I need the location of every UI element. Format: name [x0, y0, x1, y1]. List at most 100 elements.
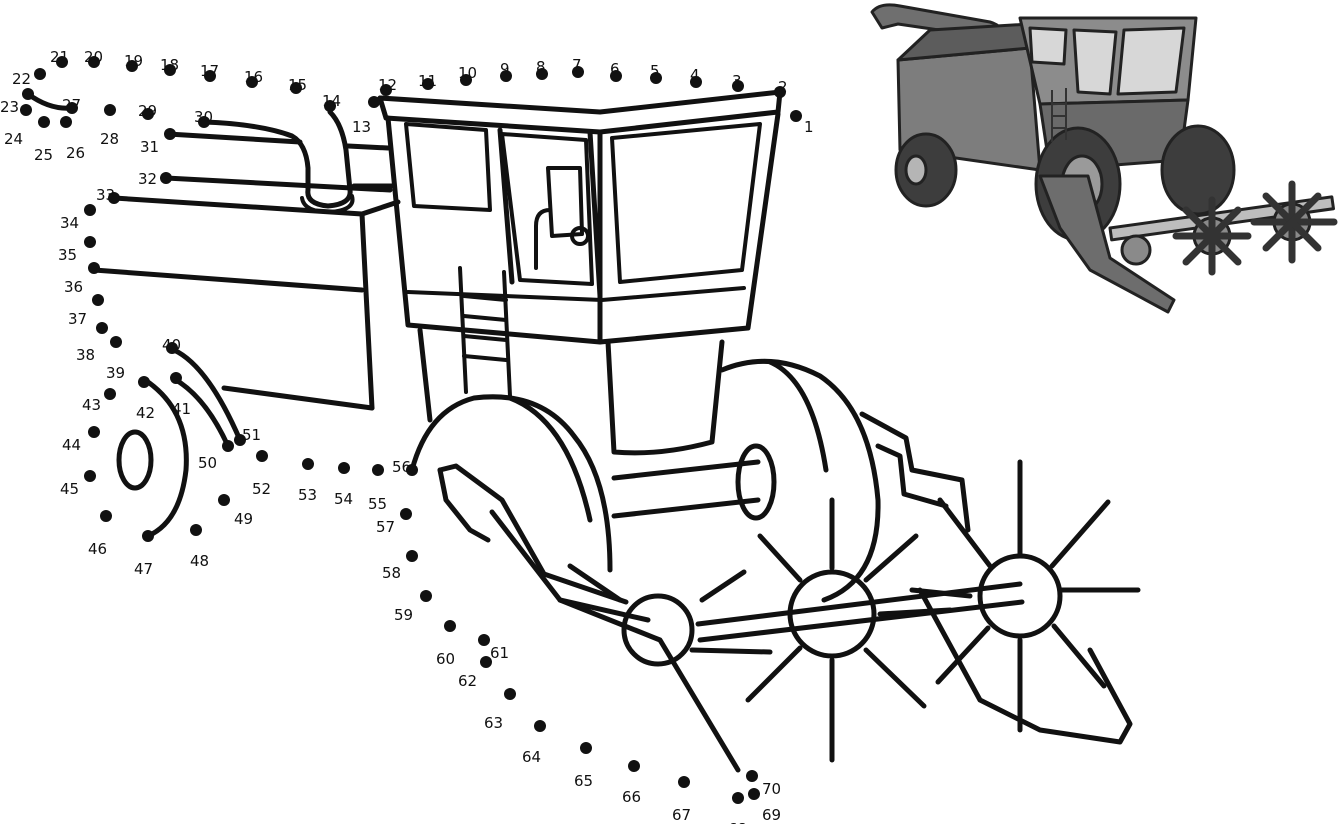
dot-40	[166, 342, 178, 354]
dot-label-34: 34	[60, 214, 79, 232]
dot-49	[218, 494, 230, 506]
dot-18	[164, 64, 176, 76]
dot-label-40: 40	[162, 336, 181, 354]
dot-label-24: 24	[4, 130, 23, 148]
dot-label-53: 53	[298, 486, 317, 504]
dot-44	[88, 426, 100, 438]
dot-69	[748, 788, 760, 800]
dot-label-56: 56	[392, 458, 411, 476]
dot-label-55: 55	[368, 495, 387, 513]
dot-27	[66, 102, 78, 114]
dot-label-2: 2	[778, 78, 788, 96]
dot-label-4: 4	[690, 66, 700, 84]
dot-8	[536, 68, 548, 80]
dot-4	[690, 76, 702, 88]
dot-59	[420, 590, 432, 602]
dot-29	[142, 108, 154, 120]
dot-label-14: 14	[322, 92, 341, 110]
dot-12	[380, 84, 392, 96]
dot-63	[504, 688, 516, 700]
dot-62	[480, 656, 492, 668]
dot-38	[96, 322, 108, 334]
numbered-dots: 1234567891011121314151617181920212223242…	[0, 48, 814, 824]
dot-48	[190, 524, 202, 536]
dot-label-15: 15	[288, 76, 307, 94]
dot-label-47: 47	[134, 560, 153, 578]
dot-52	[256, 450, 268, 462]
dot-13	[368, 96, 380, 108]
dot-35	[84, 236, 96, 248]
dot-label-3: 3	[732, 72, 742, 90]
dot-label-45: 45	[60, 480, 79, 498]
dot-11	[422, 78, 434, 90]
dot-label-67: 67	[672, 806, 691, 824]
dot-7	[572, 66, 584, 78]
dot-label-57: 57	[376, 518, 395, 536]
dot-label-60: 60	[436, 650, 455, 668]
dot-label-39: 39	[106, 364, 125, 382]
dot-label-62: 62	[458, 672, 477, 690]
dot-15	[290, 82, 302, 94]
dot-label-1: 1	[804, 118, 814, 136]
dot-label-21: 21	[50, 48, 69, 66]
dot-23	[22, 88, 34, 100]
dot-19	[126, 60, 138, 72]
dot-label-30: 30	[194, 108, 213, 126]
dot-42	[138, 376, 150, 388]
dot-3	[732, 80, 744, 92]
dot-51	[234, 434, 246, 446]
dot-label-63: 63	[484, 714, 503, 732]
dot-43	[104, 388, 116, 400]
dot-label-8: 8	[536, 58, 546, 76]
dot-65	[580, 742, 592, 754]
dot-39	[110, 336, 122, 348]
dot-label-66: 66	[622, 788, 641, 806]
dot-label-70: 70	[762, 780, 781, 798]
dot-21	[56, 56, 68, 68]
dot-24	[20, 104, 32, 116]
dot-label-36: 36	[64, 278, 83, 296]
dot-label-31: 31	[140, 138, 159, 156]
dot-label-6: 6	[610, 60, 620, 78]
dot-label-20: 20	[84, 48, 103, 66]
dot-label-38: 38	[76, 346, 95, 364]
dot-67	[678, 776, 690, 788]
dot-32	[160, 172, 172, 184]
dot-54	[338, 462, 350, 474]
dot-label-27: 27	[62, 96, 81, 114]
dot-61	[478, 634, 490, 646]
dot-1	[790, 110, 802, 122]
dot-50	[222, 440, 234, 452]
dot-label-50: 50	[198, 454, 217, 472]
dot-41	[170, 372, 182, 384]
dot-label-33: 33	[96, 186, 115, 204]
dot-label-5: 5	[650, 62, 660, 80]
dot-37	[92, 294, 104, 306]
dot-30	[198, 116, 210, 128]
dot-label-28: 28	[100, 130, 119, 148]
dot-label-32: 32	[138, 170, 157, 188]
dot-31	[164, 128, 176, 140]
dot-64	[534, 720, 546, 732]
dot-label-25: 25	[34, 146, 53, 164]
dot-label-48: 48	[190, 552, 209, 570]
dot-label-16: 16	[244, 68, 263, 86]
dot-68	[732, 792, 744, 804]
dot-56	[406, 464, 418, 476]
dot-label-7: 7	[572, 56, 582, 74]
dot-label-51: 51	[242, 426, 261, 444]
dot-label-69: 69	[762, 806, 781, 824]
dot-55	[372, 464, 384, 476]
dot-25	[38, 116, 50, 128]
dot-label-42: 42	[136, 404, 155, 422]
dot-label-13: 13	[352, 118, 371, 136]
dot-label-9: 9	[500, 60, 510, 78]
dot-label-52: 52	[252, 480, 271, 498]
dot-label-10: 10	[458, 64, 477, 82]
dot-10	[460, 74, 472, 86]
dot-label-54: 54	[334, 490, 353, 508]
dot-label-11: 11	[418, 72, 437, 90]
dot-label-29: 29	[138, 102, 157, 120]
reference-harvester-picture	[870, 3, 1338, 314]
